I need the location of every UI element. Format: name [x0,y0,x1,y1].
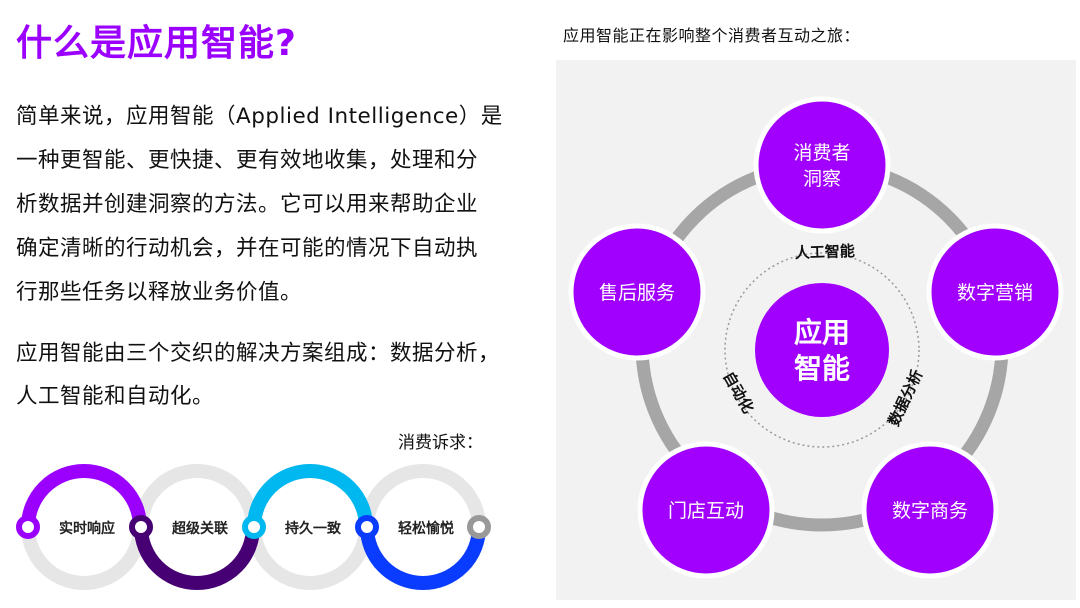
text-line: 人工智能和自动化。 [16,384,215,409]
page-title: 什么是应用智能? [16,23,297,64]
journey-node-label: 消费者 [793,142,850,164]
text-line: 简单来说，应用智能（Applied Intelligence）是 [16,104,503,129]
journey-node [637,441,775,579]
pillar-label: 数据分析 [885,367,927,429]
ring-node [467,515,491,539]
dotted-ring [724,252,920,448]
ring-node [242,515,266,539]
ring-node [129,515,153,539]
ring-arc [21,464,147,528]
pillar-label: 自动化 [719,369,757,417]
text-line: 一种更智能、更快捷、更有效地收集，处理和分 [16,148,479,173]
journey-node [753,96,891,234]
center-label: 智能 [794,352,850,385]
diagram-title: 应用智能正在影响整个消费者互动之旅： [563,26,861,45]
consumer-appeals-title: 消费诉求： [398,433,483,453]
intro-paragraph: 简单来说，应用智能（Applied Intelligence）是 一种更智能、更… [16,95,556,315]
pillar-label: 人工智能 [795,242,856,262]
appeal-label: 持久一致 [285,520,342,537]
text-line: 应用智能由三个交织的解决方案组成：数据分析， [16,341,501,366]
journey-node-label: 数字营销 [957,282,1033,304]
consumer-appeals-graphic: 实时响应 超级关联 持久一致 轻松愉悦 [16,464,491,590]
ring-arc [247,464,373,528]
center-label: 应用 [794,316,850,349]
journey-node-label: 售后服务 [599,282,675,304]
components-paragraph: 应用智能由三个交织的解决方案组成：数据分析， 人工智能和自动化。 [16,332,556,418]
text-line: 行那些任务以释放业务价值。 [16,280,303,305]
ring-node [355,515,379,539]
center-circle [755,283,889,417]
appeal-label: 轻松愉悦 [398,520,454,537]
text-line: 析数据并创建洞察的方法。它可以用来帮助企业 [16,192,479,217]
text-line: 确定清晰的行动机会，并在可能的情况下自动执 [16,236,479,261]
journey-node-label: 洞察 [803,168,841,190]
journey-node-label: 数字商务 [892,500,968,522]
ring-arc [134,526,260,590]
journey-node [568,223,706,361]
appeal-label: 超级关联 [171,520,229,537]
journey-node [861,441,999,579]
journey-node [926,223,1064,361]
ring-node [16,515,40,539]
appeal-label: 实时响应 [59,520,115,537]
ring-arc [360,526,486,590]
journey-node-label: 门店互动 [668,500,744,522]
